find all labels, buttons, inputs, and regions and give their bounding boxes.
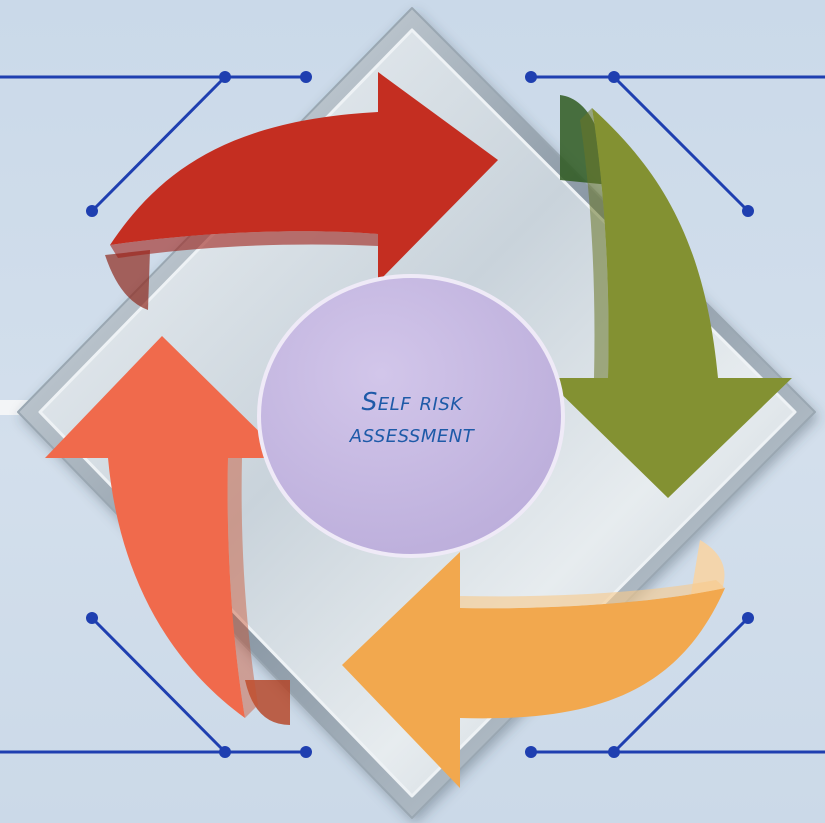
circuit-connector-icon [742, 612, 754, 624]
arrow-shadow [105, 250, 150, 310]
arrow-shadow [245, 680, 290, 725]
connector-bottom-left [0, 616, 306, 754]
circuit-connector-icon [300, 71, 312, 83]
circuit-connector-icon [300, 746, 312, 758]
arrow-top-red [110, 72, 498, 282]
circuit-connector-icon [219, 746, 231, 758]
arrow-left-coral [45, 336, 286, 718]
circuit-connector-icon [219, 71, 231, 83]
circuit-connectors [0, 75, 825, 754]
center-label: Self risk assessment [262, 386, 562, 450]
arrow-right-green [545, 108, 792, 498]
circuit-connector-icon [525, 71, 537, 83]
arrow-top-fold [110, 231, 378, 258]
circuit-connector-icon [742, 205, 754, 217]
circuit-connector-icon [86, 205, 98, 217]
connector-top-right [531, 75, 825, 213]
circuit-connector-icon [608, 746, 620, 758]
circuit-connector-icon [608, 71, 620, 83]
circuit-nodes [86, 71, 754, 758]
arrow-left-fold [227, 458, 258, 718]
circuit-connector-icon [86, 612, 98, 624]
center-label-line1: Self risk [361, 387, 463, 416]
arrow-bottom-orange [342, 552, 725, 788]
center-label-line2: assessment [349, 419, 475, 448]
center-circle [257, 274, 565, 558]
arrow-right-fold [580, 108, 609, 378]
connector-bottom-right [531, 616, 825, 754]
arrow-bottom-fold [460, 580, 725, 609]
circuit-connector-icon [525, 746, 537, 758]
connector-top-left [0, 75, 306, 213]
